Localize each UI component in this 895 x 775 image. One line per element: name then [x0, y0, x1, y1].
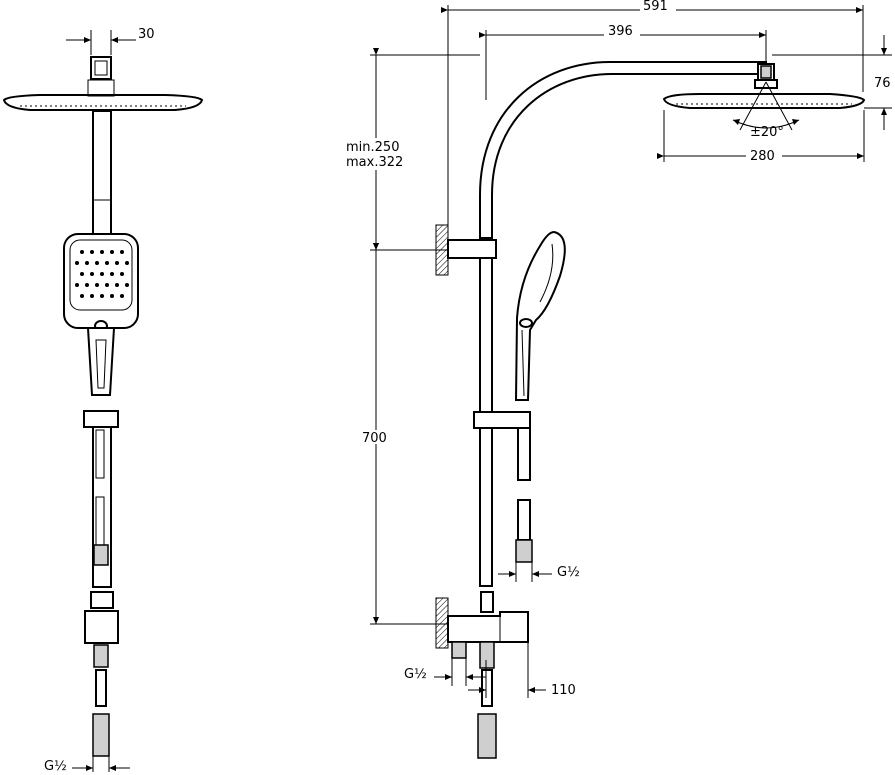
dim-top-width: 30	[138, 27, 155, 42]
upper-pipe-front	[92, 110, 112, 237]
diverter-front	[84, 610, 119, 644]
dim-inlet-thread: G½	[404, 667, 427, 682]
side-view: ±20° 591 396	[344, 0, 892, 759]
dim-head-angle: ±20°	[750, 125, 784, 140]
hand-shower-handle-front	[86, 327, 116, 396]
dim-height-min: min.250	[346, 140, 399, 155]
dim-head-height: 76	[874, 76, 891, 91]
hand-shower-side	[514, 230, 566, 401]
wall-bracket-upper	[447, 239, 497, 259]
head-connector	[90, 56, 112, 80]
dim-outlet-thread: G½	[557, 565, 580, 580]
dim-arm-reach: 396	[608, 24, 633, 39]
dim-height-max: max.322	[346, 155, 403, 170]
front-view: 30 G½	[2, 27, 204, 774]
dim-head-width: 280	[750, 149, 775, 164]
wall-mount-lower	[435, 597, 449, 649]
diverter-outlet-side	[447, 611, 529, 643]
rain-shower-head-side	[662, 93, 866, 109]
spray-nozzles	[75, 250, 129, 298]
curved-shower-arm	[479, 61, 767, 241]
dim-outlet-depth: 110	[551, 683, 576, 698]
dim-overall-projection: 591	[643, 0, 668, 14]
rain-shower-head-front	[2, 94, 204, 111]
hand-shower-head-front	[63, 233, 139, 329]
dim-front-thread: G½	[44, 759, 67, 774]
hand-shower-holder-front	[83, 410, 119, 428]
hand-shower-holder-side	[473, 411, 531, 429]
dim-rail-length: 700	[362, 431, 387, 446]
